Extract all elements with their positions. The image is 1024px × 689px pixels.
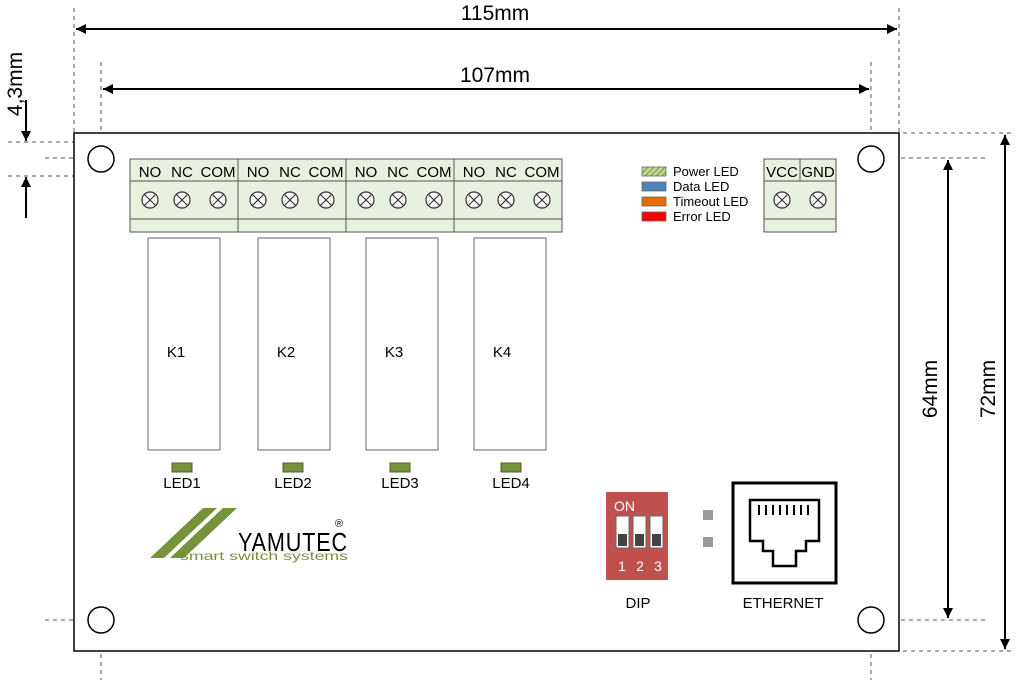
legend-item-power-led: Power LED bbox=[641, 164, 739, 179]
legend-swatch bbox=[641, 181, 667, 192]
screw-icon bbox=[773, 191, 791, 209]
relay-k3: K3 bbox=[365, 237, 439, 451]
relay-k1: K1 bbox=[147, 237, 221, 451]
logo-brand: YAMUTEC bbox=[238, 527, 348, 557]
mounting-hole-top-right bbox=[857, 145, 885, 173]
screw-icon bbox=[317, 191, 335, 209]
led-label: LED1 bbox=[163, 475, 201, 492]
legend-swatch bbox=[641, 211, 667, 222]
relay-k2: K2 bbox=[257, 237, 331, 451]
terminal-label-nc: NC bbox=[171, 164, 193, 181]
terminal-label-com: COM bbox=[309, 164, 344, 181]
terminal-block-k1: NO NC COM bbox=[129, 158, 239, 233]
terminal-block-k2: NO NC COM bbox=[237, 158, 347, 233]
mounting-hole-bottom-left bbox=[87, 606, 115, 634]
inner-height-label: 64mm bbox=[919, 360, 942, 418]
edge-offset-label: 4,3mm bbox=[4, 52, 27, 116]
terminal-label-nc: NC bbox=[387, 164, 409, 181]
terminal-label-com: COM bbox=[417, 164, 452, 181]
screw-icon bbox=[465, 191, 483, 209]
dip-number-3: 3 bbox=[654, 558, 662, 574]
ethernet-caption: ETHERNET bbox=[743, 595, 824, 612]
status-led-4: LED4 bbox=[492, 462, 530, 492]
terminal-label-nc: NC bbox=[495, 164, 517, 181]
power-label-vcc: VCC bbox=[766, 164, 798, 181]
legend-swatch bbox=[641, 166, 667, 177]
terminal-label-nc: NC bbox=[279, 164, 301, 181]
legend-label: Data LED bbox=[673, 179, 729, 194]
screw-icon bbox=[809, 191, 827, 209]
status-led-2: LED2 bbox=[274, 462, 312, 492]
relay-terminal-blocks: NO NC COM NO NC COM NO NC COM NO NC COM bbox=[129, 158, 563, 233]
legend-label: Timeout LED bbox=[673, 194, 748, 209]
led-label: LED4 bbox=[492, 475, 530, 492]
legend-swatch bbox=[641, 196, 667, 207]
outer-height-label: 72mm bbox=[977, 360, 1000, 418]
terminal-label-no: NO bbox=[355, 164, 378, 181]
terminal-label-no: NO bbox=[139, 164, 162, 181]
legend-item-timeout-led: Timeout LED bbox=[641, 194, 748, 209]
outer-width-label: 115mm bbox=[461, 2, 529, 25]
led-label: LED2 bbox=[274, 475, 312, 492]
dip-slider-1 bbox=[615, 515, 630, 549]
screw-icon bbox=[389, 191, 407, 209]
dip-number-1: 1 bbox=[618, 558, 626, 574]
dimension-arrows bbox=[21, 24, 1010, 649]
dip-caption: DIP bbox=[625, 595, 650, 612]
screw-icon bbox=[533, 191, 551, 209]
terminal-label-com: COM bbox=[201, 164, 236, 181]
ethernet-led-2 bbox=[703, 537, 713, 547]
screw-icon bbox=[281, 191, 299, 209]
ethernet-port-icon bbox=[748, 498, 821, 568]
status-led-1: LED1 bbox=[163, 462, 201, 492]
terminal-label-no: NO bbox=[463, 164, 486, 181]
ethernet-jack: ETHERNET bbox=[731, 481, 838, 612]
relay-k4: K4 bbox=[473, 237, 547, 451]
mounting-hole-top-left bbox=[87, 145, 115, 173]
screw-icon bbox=[497, 191, 515, 209]
dip-number-2: 2 bbox=[636, 558, 644, 574]
legend-item-data-led: Data LED bbox=[641, 179, 729, 194]
legend-label: Power LED bbox=[673, 164, 739, 179]
terminal-block-k3: NO NC COM bbox=[345, 158, 455, 233]
relay-label: K1 bbox=[167, 344, 185, 361]
logo-registered: ® bbox=[335, 518, 343, 530]
dip-slider-2 bbox=[632, 515, 647, 549]
logo-tagline: smart switch systems bbox=[180, 549, 348, 563]
status-led-3: LED3 bbox=[381, 462, 419, 492]
dip-switch: ON 1 2 3 DIP bbox=[606, 492, 668, 612]
led-label: LED3 bbox=[381, 475, 419, 492]
relay-label: K2 bbox=[277, 344, 295, 361]
screw-icon bbox=[357, 191, 375, 209]
dip-slider-3 bbox=[649, 515, 664, 549]
screw-icon bbox=[141, 191, 159, 209]
ethernet-led-1 bbox=[703, 510, 713, 520]
terminal-label-com: COM bbox=[525, 164, 560, 181]
power-label-gnd: GND bbox=[801, 164, 835, 181]
legend-label: Error LED bbox=[673, 209, 731, 224]
screw-icon bbox=[173, 191, 191, 209]
terminal-label-no: NO bbox=[247, 164, 270, 181]
relay-label: K3 bbox=[385, 344, 403, 361]
yamutec-logo: YAMUTEC ® smart switch systems bbox=[150, 508, 348, 563]
dip-on-label: ON bbox=[614, 498, 635, 514]
screw-icon bbox=[209, 191, 227, 209]
relay-label: K4 bbox=[493, 344, 511, 361]
screw-icon bbox=[249, 191, 267, 209]
screw-icon bbox=[425, 191, 443, 209]
terminal-block-k4: NO NC COM bbox=[453, 158, 563, 233]
legend-item-error-led: Error LED bbox=[641, 209, 731, 224]
inner-width-label: 107mm bbox=[460, 64, 530, 87]
mounting-hole-bottom-right bbox=[857, 606, 885, 634]
power-terminal-block: VCC GND bbox=[763, 158, 837, 233]
